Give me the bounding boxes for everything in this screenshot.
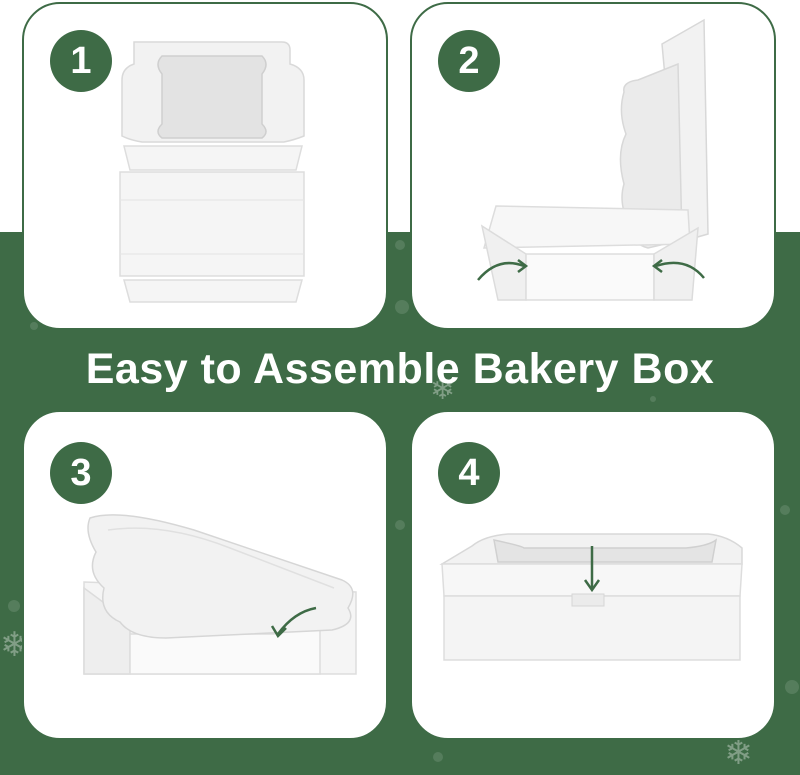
banner-title: Easy to Assemble Bakery Box (85, 345, 715, 393)
closing-lid-icon (83, 514, 357, 675)
step-4-panel: 4 (410, 410, 776, 740)
assembled-box-icon (439, 533, 743, 661)
step-3-panel: 3 (22, 410, 388, 740)
step-number-badge: 3 (50, 442, 112, 504)
step-2-panel: 2 (410, 2, 776, 330)
flat-box-blank-icon (119, 41, 305, 303)
step-1-panel: 1 (22, 2, 388, 330)
step-number-badge: 1 (50, 30, 112, 92)
step-number-badge: 2 (438, 30, 500, 92)
folding-sides-icon (477, 18, 709, 301)
step-number-badge: 4 (438, 442, 500, 504)
snowflake-icon: ❄ (430, 372, 456, 407)
